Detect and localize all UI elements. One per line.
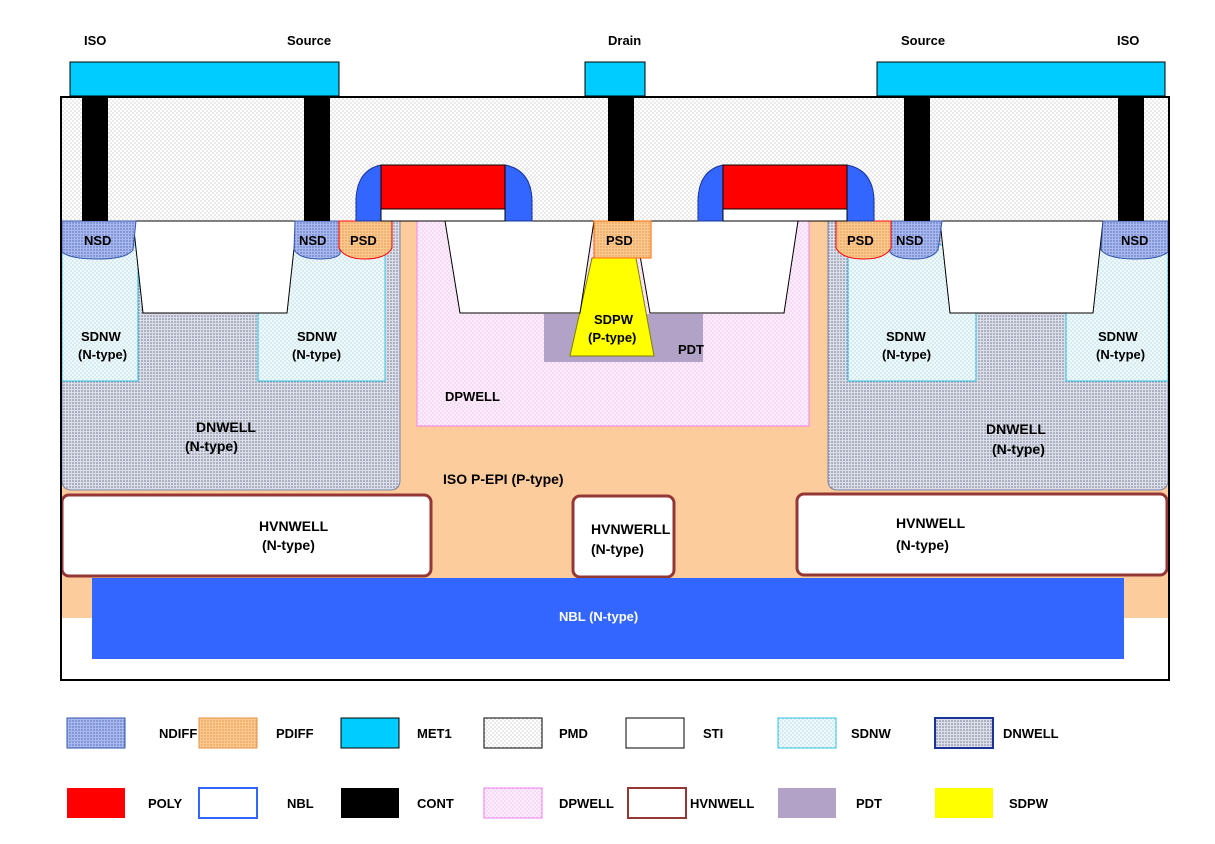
legend-label-pdt: PDT <box>856 796 882 811</box>
label-nsd-2: NSD <box>299 233 326 248</box>
label-sdnw-2: SDNW <box>297 329 337 344</box>
label-sdnw-1-type: (N-type) <box>78 347 127 362</box>
legend-label-cont: CONT <box>417 796 454 811</box>
legend-swatch-sti <box>625 717 685 749</box>
nsd-2 <box>293 220 341 260</box>
label-sdnw-4: SDNW <box>1098 329 1138 344</box>
label-psd-1: PSD <box>350 233 377 248</box>
legend-swatch-pdiff <box>198 717 258 749</box>
label-sdpw-type: (P-type) <box>588 330 636 345</box>
legend-label-poly: POLY <box>148 796 183 811</box>
legend-swatch-cont <box>341 788 399 818</box>
label-sdpw: SDPW <box>594 312 634 327</box>
legend-label-nbl: NBL <box>287 796 314 811</box>
legend-label-hvnwell: HVNWELL <box>690 796 754 811</box>
label-iso-left: ISO <box>84 33 106 48</box>
contact-3 <box>608 97 634 221</box>
legend-label-pdiff: PDIFF <box>276 726 314 741</box>
label-hvnwell-left: HVNWELL <box>259 518 329 534</box>
label-psd-3: PSD <box>847 233 874 248</box>
label-nsd-4: NSD <box>1121 233 1148 248</box>
spacer-right-gate2 <box>846 164 875 222</box>
label-iso-pepi: ISO P-EPI (P-type) <box>443 471 564 487</box>
legend-label-met1: MET1 <box>417 726 452 741</box>
label-sdnw-3-type: (N-type) <box>882 347 931 362</box>
label-hvnwell-right-type: (N-type) <box>896 537 949 553</box>
legend-swatch-poly <box>67 788 125 818</box>
legend-label-pmd: PMD <box>559 726 588 741</box>
legend-label-sdnw: SDNW <box>851 726 891 741</box>
legend-swatch-sdpw <box>935 788 993 818</box>
label-dpwell: DPWELL <box>445 389 500 404</box>
nbl-layer <box>92 578 1124 659</box>
legend-label-ndiff: NDIFF <box>159 726 197 741</box>
legend-swatch-ndiff <box>66 717 126 749</box>
nsd-1 <box>61 220 137 260</box>
hvnwell-center <box>571 494 676 579</box>
sti-3 <box>633 220 799 314</box>
label-nsd-1: NSD <box>84 233 111 248</box>
spacer-left-gate1 <box>355 164 382 222</box>
label-source-right: Source <box>901 33 945 48</box>
contact-2 <box>304 97 330 221</box>
sti-1 <box>132 220 298 314</box>
legend: NDIFF PDIFF MET1 PMD STI SDNW DNWELL POL… <box>66 717 1059 819</box>
hvnwell-left <box>60 493 433 578</box>
legend-label-sdpw: SDPW <box>1009 796 1049 811</box>
nsd-3 <box>889 220 943 260</box>
legend-swatch-dpwell <box>483 787 543 819</box>
label-dnwell-right-type: (N-type) <box>992 441 1045 457</box>
label-dnwell-right: DNWELL <box>986 421 1046 437</box>
label-drain: Drain <box>608 33 641 48</box>
label-iso-right: ISO <box>1117 33 1139 48</box>
legend-swatch-pmd <box>483 717 543 749</box>
label-dnwell-left-type: (N-type) <box>185 438 238 454</box>
label-sdnw-2-type: (N-type) <box>292 347 341 362</box>
label-sdnw-1: SDNW <box>81 329 121 344</box>
label-dnwell-left: DNWELL <box>196 419 256 435</box>
gate-oxide-1 <box>380 208 506 222</box>
legend-label-dpwell: DPWELL <box>559 796 614 811</box>
label-nbl: NBL (N-type) <box>559 609 638 624</box>
legend-swatch-nbl <box>198 787 258 819</box>
psd-3 <box>835 220 892 260</box>
legend-swatch-hvnwell <box>627 787 687 819</box>
sti-2 <box>444 220 595 314</box>
label-psd-2: PSD <box>606 233 633 248</box>
label-sdnw-3: SDNW <box>886 329 926 344</box>
met1-drain <box>584 61 646 97</box>
met1-right <box>876 61 1166 97</box>
legend-swatch-met1 <box>340 717 400 749</box>
die-outline <box>60 96 1170 681</box>
contact-1 <box>82 97 108 221</box>
psd-1 <box>338 220 393 260</box>
label-source-left: Source <box>287 33 331 48</box>
label-hvnwell-left-type: (N-type) <box>262 537 315 553</box>
legend-label-dnwell: DNWELL <box>1003 726 1059 741</box>
poly-gate-2 <box>722 164 848 210</box>
label-sdnw-4-type: (N-type) <box>1096 347 1145 362</box>
legend-swatch-dnwell <box>934 717 994 749</box>
nsd-4 <box>1100 220 1169 260</box>
contact-5 <box>1118 97 1144 221</box>
sti-4 <box>939 220 1104 314</box>
spacer-left-gate2 <box>697 164 724 222</box>
met1-left <box>69 61 340 97</box>
gate-oxide-2 <box>722 208 848 222</box>
legend-swatch-pdt <box>778 788 836 818</box>
legend-label-sti: STI <box>703 726 723 741</box>
label-hvnwell-center: HVNWERLL <box>591 521 671 537</box>
label-hvnwell-right: HVNWELL <box>896 515 966 531</box>
label-nsd-3: NSD <box>896 233 923 248</box>
hvnwell-right <box>795 492 1169 577</box>
legend-swatch-sdnw <box>777 717 837 749</box>
spacer-right-gate1 <box>504 164 533 222</box>
poly-gate-1 <box>380 164 506 210</box>
label-hvnwell-center-type: (N-type) <box>591 541 644 557</box>
label-pdt: PDT <box>678 342 704 357</box>
contact-4 <box>904 97 930 221</box>
